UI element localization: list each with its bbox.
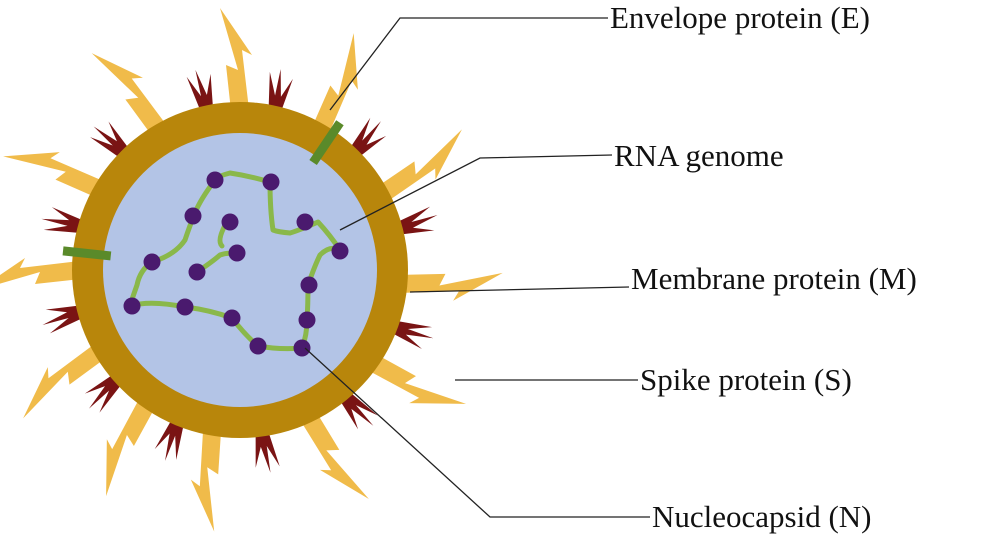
nucleocapsid-leader-line xyxy=(304,347,650,518)
spike-protein xyxy=(358,349,467,404)
nucleocapsid-protein xyxy=(176,298,194,316)
nucleocapsid-protein xyxy=(249,337,267,355)
spike-protein xyxy=(308,33,358,144)
nucleocapsid-protein xyxy=(206,171,224,189)
spike-proteins xyxy=(0,8,503,532)
spike-protein xyxy=(106,388,161,497)
spike-protein-label: Spike protein (S) xyxy=(640,362,852,397)
nucleocapsid-protein xyxy=(262,173,280,191)
nucleocapsid-protein xyxy=(221,213,239,231)
membrane-protein-label: Membrane protein (M) xyxy=(631,261,917,296)
nucleocapsid-protein xyxy=(331,242,349,260)
rna-leader-line xyxy=(339,154,613,231)
nucleocapsid-protein xyxy=(184,207,202,225)
viral-core xyxy=(103,133,377,407)
nucleocapsid-label: Nucleocapsid (N) xyxy=(652,499,872,534)
nucleocapsid-protein xyxy=(188,263,206,281)
envelope-proteins xyxy=(62,120,344,261)
spike-protein xyxy=(220,8,252,120)
spike-protein xyxy=(0,258,90,284)
spike-protein xyxy=(190,417,222,532)
spike-protein xyxy=(390,272,503,301)
spike-protein xyxy=(295,402,369,500)
membrane-leader-line xyxy=(409,286,630,293)
spike-protein xyxy=(3,152,114,202)
nucleocapsid-proteins xyxy=(123,171,349,357)
nucleocapsid-protein xyxy=(223,309,241,327)
envelope-protein xyxy=(309,120,344,166)
nucleocapsid-protein xyxy=(293,339,311,357)
nucleocapsid-protein xyxy=(123,297,141,315)
nucleocapsid-protein xyxy=(143,253,161,271)
envelope-protein-label: Envelope protein (E) xyxy=(610,0,870,35)
nucleocapsid-protein xyxy=(296,213,314,231)
spike-protein xyxy=(91,53,173,145)
nucleocapsid-protein xyxy=(300,276,318,294)
spike-protein xyxy=(23,337,115,419)
leader-lines xyxy=(304,17,650,518)
nucleocapsid-protein xyxy=(228,244,246,262)
envelope-leader-line xyxy=(329,17,608,111)
rna-genome-label: RNA genome xyxy=(614,138,784,173)
envelope-protein xyxy=(62,246,112,261)
nucleocapsid-protein xyxy=(298,311,316,329)
spike-protein xyxy=(368,129,462,208)
